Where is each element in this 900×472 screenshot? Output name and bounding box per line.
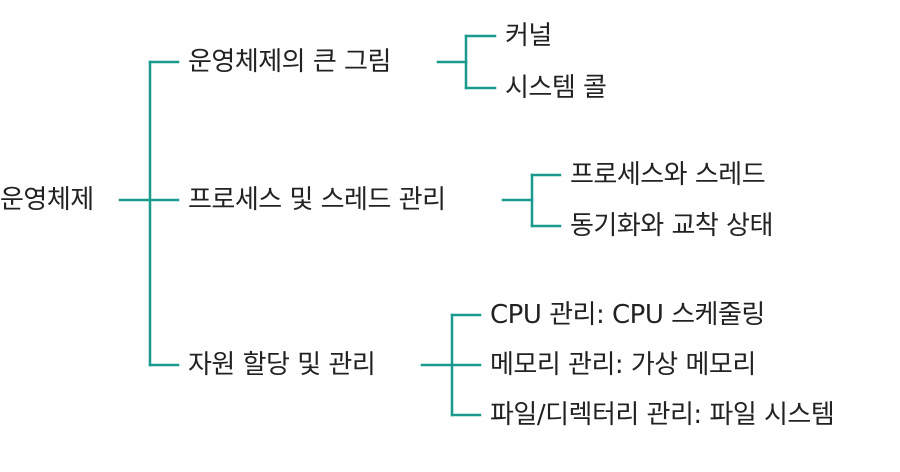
leaf-node-3-3: 파일/디렉터리 관리: 파일 시스템	[490, 400, 835, 430]
branch-node-2: 프로세스 및 스레드 관리	[188, 185, 446, 215]
leaf-node-1-1: 커널	[505, 21, 552, 51]
leaf-node-2-1: 프로세스와 스레드	[570, 160, 766, 190]
branch-node-3: 자원 할당 및 관리	[188, 350, 376, 380]
leaf-node-2-2: 동기화와 교착 상태	[570, 211, 773, 241]
branch-node-1: 운영체제의 큰 그림	[188, 47, 391, 77]
root-node: 운영체제	[0, 185, 94, 215]
leaf-node-3-2: 메모리 관리: 가상 메모리	[490, 350, 756, 380]
leaf-node-3-1: CPU 관리: CPU 스케줄링	[490, 300, 765, 330]
leaf-node-1-2: 시스템 콜	[505, 73, 607, 103]
